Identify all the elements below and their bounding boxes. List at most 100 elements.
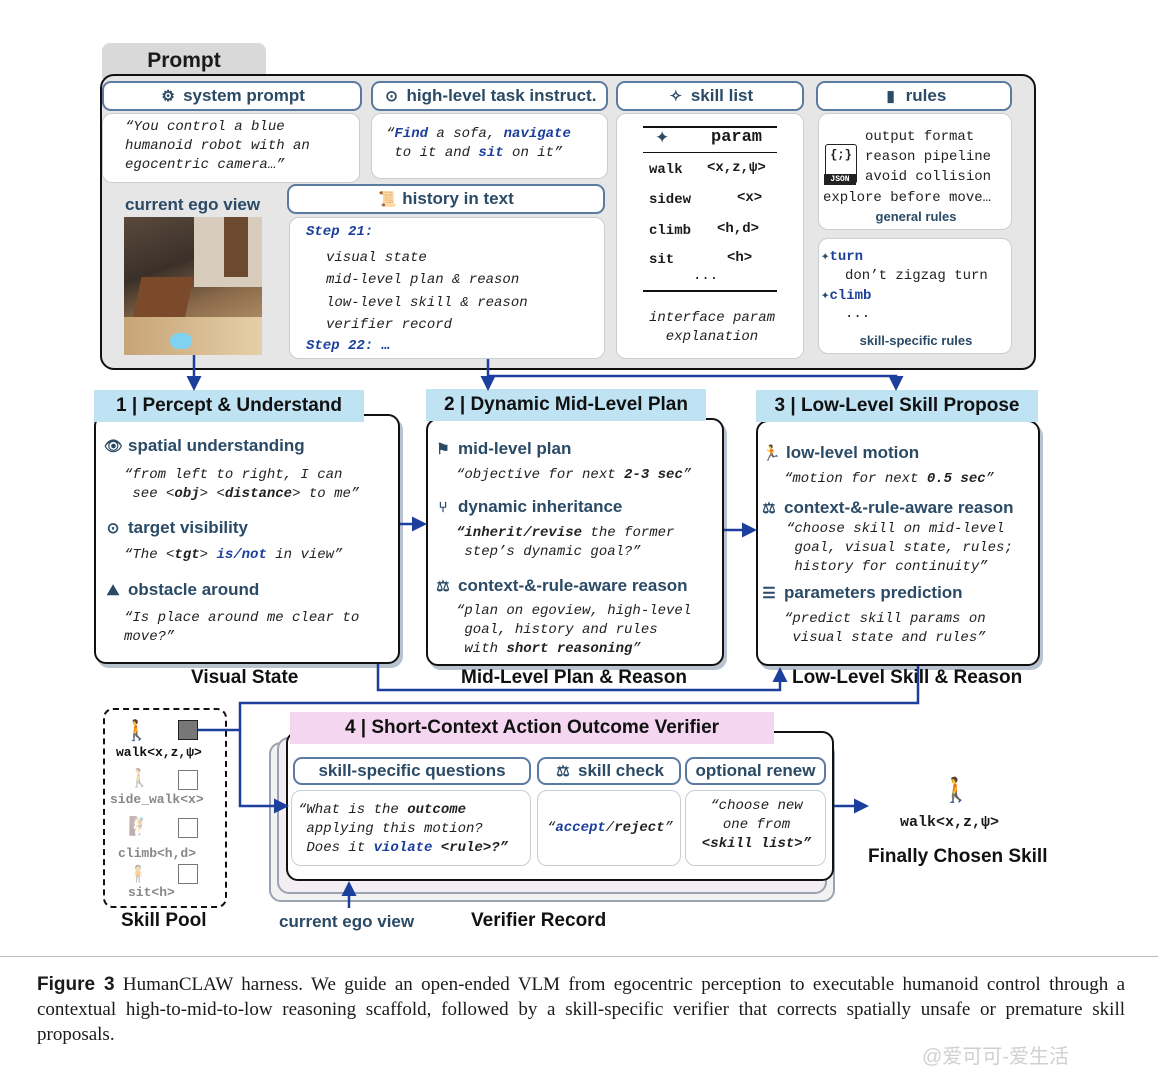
verifier-title: 4 | Short-Context Action Outcome Verifie… [290,712,774,744]
watermark: @爱可可-爱生活 [922,1046,1069,1068]
params-line: “predict skill params on [784,611,986,627]
verifier-col1-header: skill-specific questions [293,757,531,785]
task-text: “Find a sofa, navigate to it and sit on … [386,126,571,161]
history-header: 📜 history in text [287,184,605,214]
reason3-line: goal, visual state, rules; [794,540,1013,556]
task-t2: to it and [394,145,479,161]
figure-text: HumanCLAW harness. We guide an open-ende… [37,974,1125,1045]
col1-c: Does it [306,840,374,856]
task-header: ⊙ high-level task instruct. [371,81,608,111]
general-rules-card: {;} JSON output format reason pipeline a… [818,113,1012,230]
gavel-icon: ⚖ [436,578,450,595]
system-prompt-text: “You control a blue humanoid robot with … [125,119,310,173]
col3-line: one from [722,817,791,833]
skill-pool-checkbox[interactable] [178,770,198,790]
figure-caption: Figure 3 HumanCLAW harness. We guide an … [37,972,1125,1047]
reason2-question: “plan on egoview, high-level goal, histo… [456,602,726,659]
inherit-bold: “inherit/revise [456,525,583,541]
arrow-history-to-stage3 [488,374,904,391]
skill-pool-checkbox[interactable] [178,720,198,740]
turn-rule-label: turn [829,249,864,265]
skill-param: <h,d> [717,221,760,237]
obstacle-title: obstacle around [128,580,260,599]
plan-question: “objective for next 2-3 sec” [456,466,726,485]
skill-pool-item: sit<h> [128,885,175,900]
rules-title: rules [905,86,947,105]
reason2-q3c: ” [632,641,641,657]
history-card: Step 21: visual state mid-level plan & r… [289,217,605,359]
json-label: JSON [824,174,856,185]
gears-icon: ⚙ [161,88,175,105]
plan-sec: 2-3 sec [624,467,683,483]
col2-reject: reject [614,820,665,836]
final-caption: Finally Chosen Skill [868,846,1048,867]
verifier-record-caption: Verifier Record [471,910,607,931]
skill-pool-checkbox[interactable] [178,864,198,884]
motion-sec: 0.5 sec [926,471,986,487]
ego-view-image [124,217,262,355]
task-card: “Find a sofa, navigate to it and sit on … [371,113,608,179]
spatial-q2b: > < [199,486,225,502]
stage2-caption: Mid-Level Plan & Reason [461,667,687,688]
climb-rule-label: climb [829,288,872,304]
verifier-ego-label: current ego view [279,912,415,931]
col3-line: “choose new [710,798,803,814]
skill-list-row: sidew <x> [649,190,799,208]
col1-d: <rule>?” [432,840,509,856]
verifier-col2-text: “accept/reject” [538,819,682,838]
reason3-line: history for continuity” [794,559,988,575]
sliders-icon: ☰ [762,585,776,602]
inherit-q1: the former [582,525,675,541]
col2-a: “ [546,820,556,836]
stage1-caption: Visual State [191,667,299,688]
skill-pool-item: side_walk<x> [110,792,204,807]
history-line: visual state [326,250,427,266]
spatial-q2c: > to me” [292,486,360,502]
ego-view-label: current ego view [125,195,261,214]
skill-pool-item: walk<x,z,ψ> [116,745,202,760]
general-rule-line: output format [865,129,975,145]
params-line: visual state and rules” [792,630,986,646]
branch-icon: ⑂ [438,498,448,516]
ego-view-floor [124,317,262,355]
history-line: mid-level plan & reason [326,272,520,288]
walking-person-icon: 🚶 [124,720,149,742]
inherit-question: “inherit/revise the former step’s dynami… [456,524,726,562]
final-skill: walk<x,z,ψ> [900,814,1000,831]
spatial-q1: “from left to right, I can [124,467,343,483]
skill-list-param-header: param [711,128,763,147]
target-q1: “The < [124,547,175,563]
inherit-header: ⑂ dynamic inheritance [434,497,622,517]
motion-title: low-level motion [786,443,920,462]
col2-b: / [605,820,615,836]
task-find: Find [394,126,429,142]
history-line: verifier record [326,317,453,333]
spatial-question: “from left to right, I can see <obj> <di… [124,466,394,504]
stage2-box [426,418,724,666]
skill-list-header: ✧ skill list [616,81,804,111]
reason2-q2: goal, history and rules [464,622,658,638]
skill-list-card: ✦ param walk <x,z,ψ> sidew <x> climb <h,… [616,113,804,359]
skill-list-row: climb <h,d> [649,221,799,239]
traffic-light-icon: ▮ [886,88,895,105]
verifier-col2-title: skill check [577,761,664,780]
target-icon: ⊙ [106,520,120,537]
system-prompt-title: system prompt [183,86,305,105]
target-icon: ⊙ [385,88,398,105]
climb-icon: 🧗 [128,816,151,836]
skill-pool-item: climb<h,d> [118,846,197,861]
verifier-col2-header: ⚖ skill check [537,757,681,785]
scroll-icon: 📜 [378,191,397,208]
inherit-q2: step’s dynamic goal?” [464,544,641,560]
obstacle-icon: ⛰ [106,581,120,599]
turn-rule: ✦turn [821,248,863,265]
skill-list-footer: interface param explanation [648,310,776,345]
climb-rule: ✦climb [821,287,871,304]
four-point-star-icon: ✦ [655,128,670,147]
skill-pool-checkbox[interactable] [178,818,198,838]
general-rule-line: avoid collision [865,169,992,185]
skill-list-mid-rule [643,152,777,153]
spatial-obj: obj [174,486,200,502]
reason2-q3a: with [464,641,507,657]
